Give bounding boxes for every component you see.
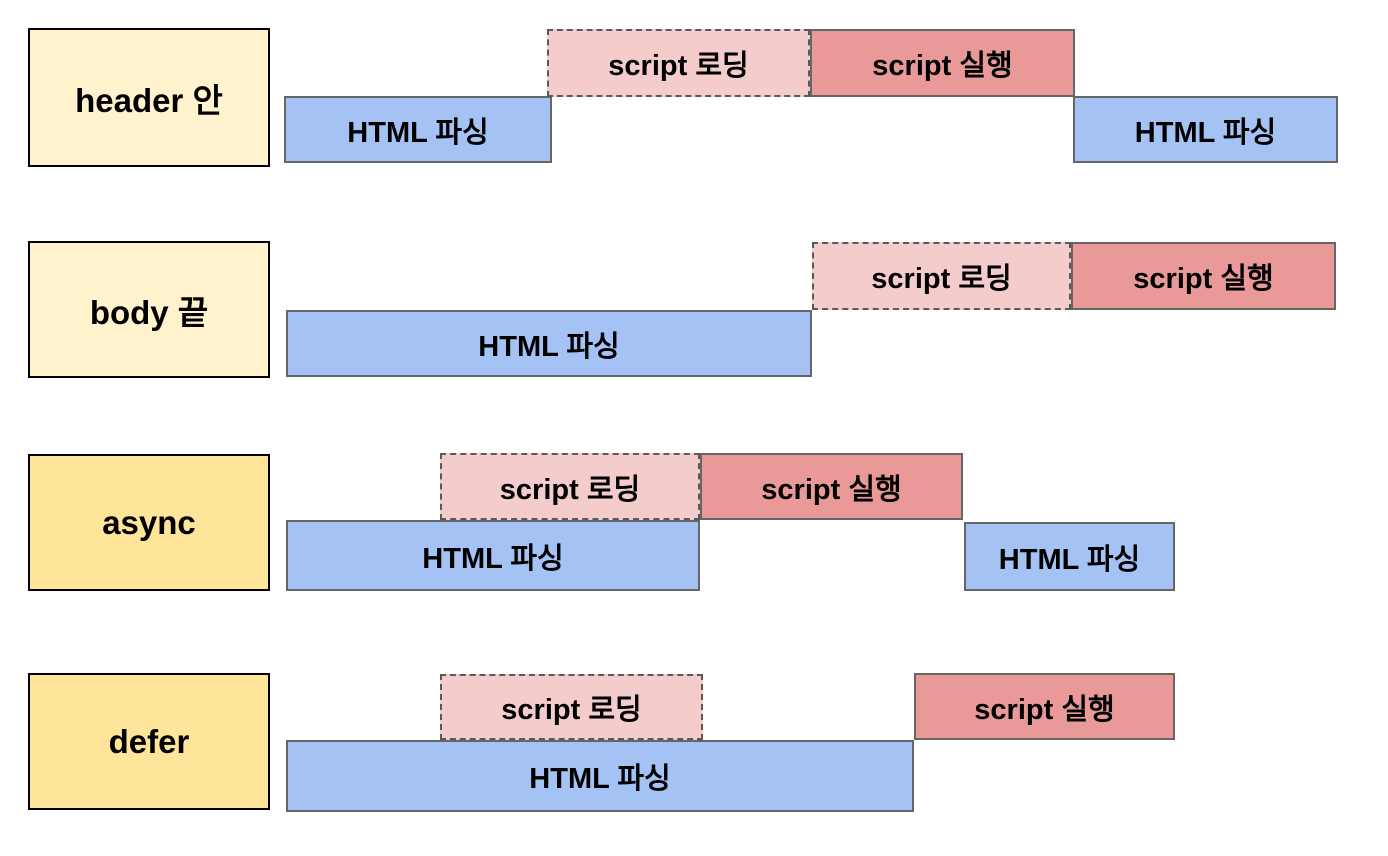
html-parsing-bar: HTML 파싱 <box>1073 96 1338 163</box>
html-parsing-bar: HTML 파싱 <box>286 740 914 812</box>
script-execution-bar: script 실행 <box>1071 242 1336 310</box>
row-label-header: header 안 <box>28 28 270 167</box>
row-label-body-end: body 끝 <box>28 241 270 378</box>
script-loading-bar: script 로딩 <box>812 242 1071 310</box>
row-label-defer: defer <box>28 673 270 810</box>
html-parsing-bar: HTML 파싱 <box>964 522 1175 591</box>
script-loading-bar: script 로딩 <box>440 674 703 740</box>
script-execution-bar: script 실행 <box>700 453 963 520</box>
script-loading-bar: script 로딩 <box>547 29 810 97</box>
html-parsing-bar: HTML 파싱 <box>284 96 552 163</box>
row-label-async: async <box>28 454 270 591</box>
script-execution-bar: script 실행 <box>810 29 1075 97</box>
script-loading-bar: script 로딩 <box>440 453 700 520</box>
script-execution-bar: script 실행 <box>914 673 1175 740</box>
html-parsing-bar: HTML 파싱 <box>286 520 700 591</box>
html-parsing-bar: HTML 파싱 <box>286 310 812 377</box>
